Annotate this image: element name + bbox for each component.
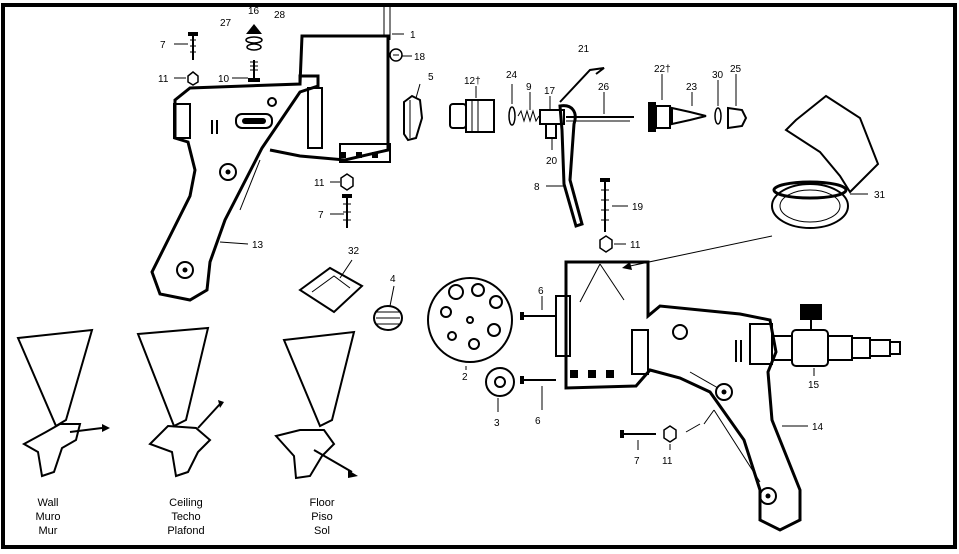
hopper-connector-5 [403,94,424,142]
caption-wall-en: Wall [38,497,59,509]
callout-26: 26 [598,82,610,93]
callout-13: 13 [252,240,264,251]
caption-wall-fr: Mur [39,525,58,537]
callout-7-top: 7 [160,40,166,51]
hopper-elbow-31 [771,94,880,229]
callout-16: 16 [248,6,260,17]
callout-11-top: 11 [158,74,169,85]
gun-body-13 [150,6,391,302]
tip-assembly [648,102,748,132]
caption-ceiling-fr: Plafond [167,525,204,537]
callout-15: 15 [808,380,820,391]
callout-4: 4 [390,274,396,285]
callout-28: 28 [274,10,286,21]
orientation-captions: Wall Muro Mur Ceiling Techo Plafond Floo… [35,497,334,537]
callout-25: 25 [730,64,742,75]
ceiling-orientation-figure [136,326,224,478]
caption-floor-en: Floor [309,497,334,509]
callout-19: 19 [632,202,644,213]
wall-orientation-figure [16,328,110,478]
callout-18: 18 [414,52,426,63]
fastener-parts-top [187,24,403,228]
orifice-disc-2 [427,277,513,363]
callout-1: 1 [410,30,416,41]
callout-6-upper: 6 [538,286,544,297]
diagram-frame [1,3,957,549]
callout-31: 31 [874,190,886,201]
caption-ceiling-en: Ceiling [169,497,203,509]
callout-24: 24 [506,70,518,81]
callout-32: 32 [348,246,360,257]
card-32 [298,266,364,314]
knob-3 [485,367,515,397]
callout-10: 10 [218,74,230,85]
callout-11-bottom: 11 [662,456,673,467]
callout-6-lower: 6 [535,416,541,427]
caption-floor-es: Piso [311,511,332,523]
callout-30: 30 [712,70,724,81]
fasteners-lower [520,312,677,443]
callout-12: 12† [464,76,481,87]
callout-11-mid: 11 [314,178,325,189]
valve-assembly [449,67,634,228]
callout-20: 20 [546,156,558,167]
callout-22: 22† [654,64,671,75]
callout-17: 17 [544,86,556,97]
callout-14: 14 [812,422,824,433]
callout-labels: 1 2 3 4 5 6 6 7 7 7 8 9 10 11 11 11 11 1… [158,6,886,467]
callout-2: 2 [462,372,468,383]
knob-4 [373,305,403,331]
caption-wall-es: Muro [35,511,60,523]
callout-7-mid: 7 [318,210,324,221]
floor-orientation-figure [274,330,358,480]
callout-8: 8 [534,182,540,193]
callout-21: 21 [578,44,590,55]
fasteners-mid [599,178,613,253]
callout-5: 5 [428,72,434,83]
callout-7-bottom: 7 [634,456,640,467]
caption-floor-fr: Sol [314,525,330,537]
air-valve-15 [771,304,901,367]
callout-23: 23 [686,82,698,93]
callout-27: 27 [220,18,232,29]
gun-body-14 [555,260,802,532]
callout-9: 9 [526,82,532,93]
callout-11-right: 11 [630,240,641,251]
caption-ceiling-es: Techo [171,511,200,523]
leader-lines [174,33,868,483]
callout-3: 3 [494,418,500,429]
